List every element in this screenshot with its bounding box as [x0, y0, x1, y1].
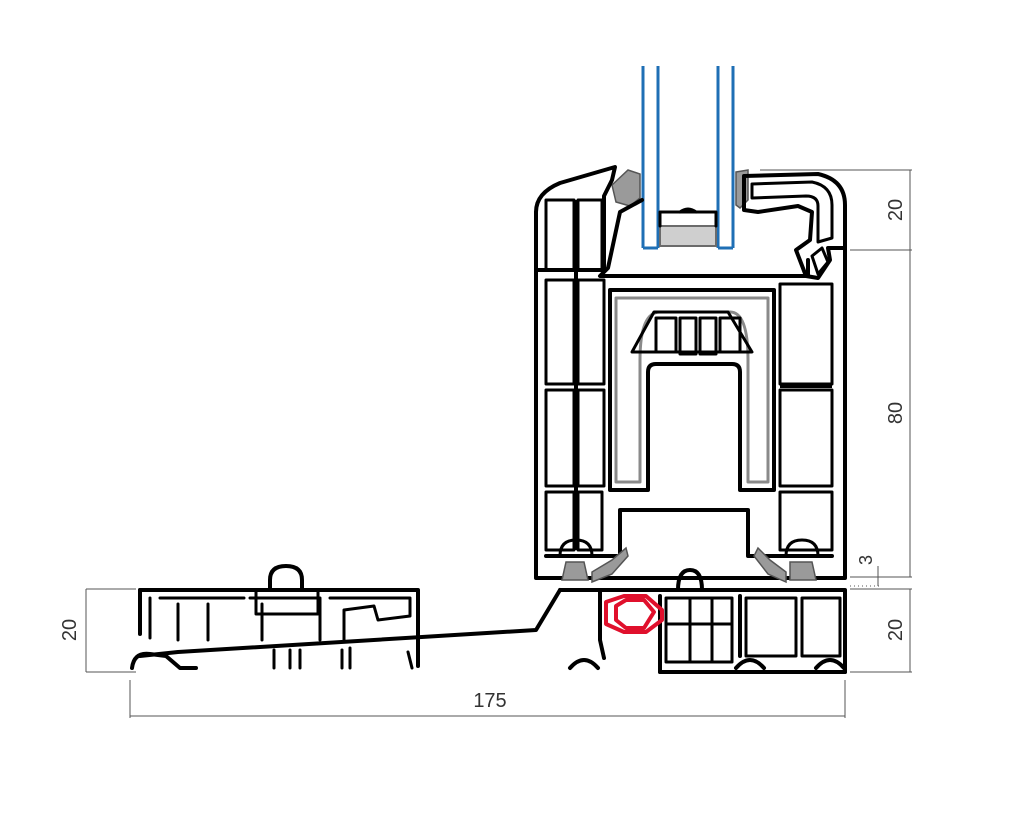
sash-glass-rebate: [598, 198, 810, 278]
reinforcement-core: [630, 310, 754, 354]
dim-label-frame: 20: [885, 619, 907, 641]
frame-foot-left: [568, 658, 600, 670]
sill-profile: [130, 564, 562, 670]
glazing-bead: [742, 172, 847, 280]
bead-clip: [810, 246, 830, 276]
frame-profile: [558, 568, 847, 674]
sill-clip: [268, 564, 304, 592]
core-slot-3: [718, 316, 742, 354]
dim-label-overall-width: 175: [473, 690, 506, 712]
sash-seal-left: [561, 561, 589, 581]
glazing-gasket-left: [611, 169, 641, 207]
sash-seal-pocket-right: [784, 538, 820, 558]
core-slot-0: [654, 316, 678, 354]
sill-drip: [130, 651, 198, 670]
frame-seal-left: [591, 546, 629, 584]
edge-seal: [659, 225, 717, 247]
steel-reinforcement-sash: [614, 296, 770, 484]
sill-clip-channel: [254, 588, 320, 616]
frame-inner-wall-left: [598, 588, 606, 660]
sash-chamber-r2: [778, 388, 834, 488]
glazing-bead-chamber: [750, 180, 834, 244]
frame-foot-mid: [734, 658, 766, 670]
dim-label-sill: 20: [59, 619, 81, 641]
thermal-insert: [604, 594, 664, 634]
frame-chamber-outer: [800, 596, 842, 658]
frame-chamber-right: [744, 596, 798, 658]
spacer-bar: [658, 210, 718, 228]
sill-feet-mid: [272, 648, 302, 670]
sash-chamber-l4: [576, 278, 606, 386]
frame-seals: [561, 546, 817, 584]
sash-chamber-r3: [778, 490, 834, 552]
glazing-gaskets: [611, 169, 749, 209]
frame-seal-right: [753, 546, 787, 584]
sill-feet-right: [340, 646, 352, 670]
sash-chamber-l6: [576, 388, 606, 488]
dim-label-sash-top: 20: [885, 199, 907, 221]
frame-chamber-center: [664, 596, 734, 664]
thermal-insert-inner: [614, 598, 656, 630]
sash-chamber-l3: [544, 278, 576, 386]
sill-chambers-mid: [248, 596, 322, 642]
dim-label-sash-middle: 80: [885, 402, 907, 424]
spacer-slot: [678, 207, 698, 214]
glazing-unit: [641, 66, 735, 250]
sill-outer-top: [138, 588, 420, 668]
sill-chambers-left: [148, 596, 246, 642]
sash-chamber-l5: [544, 388, 576, 488]
sash-chamber-l1: [544, 198, 576, 272]
dim-label-gap: 3: [856, 555, 876, 565]
sash-outer-wall: [534, 210, 847, 580]
sash-chamber-r1: [778, 282, 834, 386]
core-slot-2: [698, 316, 718, 356]
core-slot-1: [678, 316, 698, 356]
dimension-annotations: 20 80 3 20 20 175: [59, 169, 912, 718]
frame-foot-right: [814, 658, 846, 670]
sash-chamber-l2: [576, 198, 604, 272]
sill-feet-end: [406, 650, 414, 670]
sash-top-left-chamber: [534, 165, 617, 272]
frame-top-wall: [558, 588, 847, 674]
sash-central-chamber: [608, 288, 776, 492]
sash-seal-pocket-left: [558, 538, 594, 558]
sash-profile: [534, 165, 847, 580]
frame-center-stop: [676, 568, 704, 592]
sill-slope-top: [138, 588, 562, 658]
sash-seal-right: [789, 561, 817, 581]
sill-chambers-right: [328, 596, 412, 642]
